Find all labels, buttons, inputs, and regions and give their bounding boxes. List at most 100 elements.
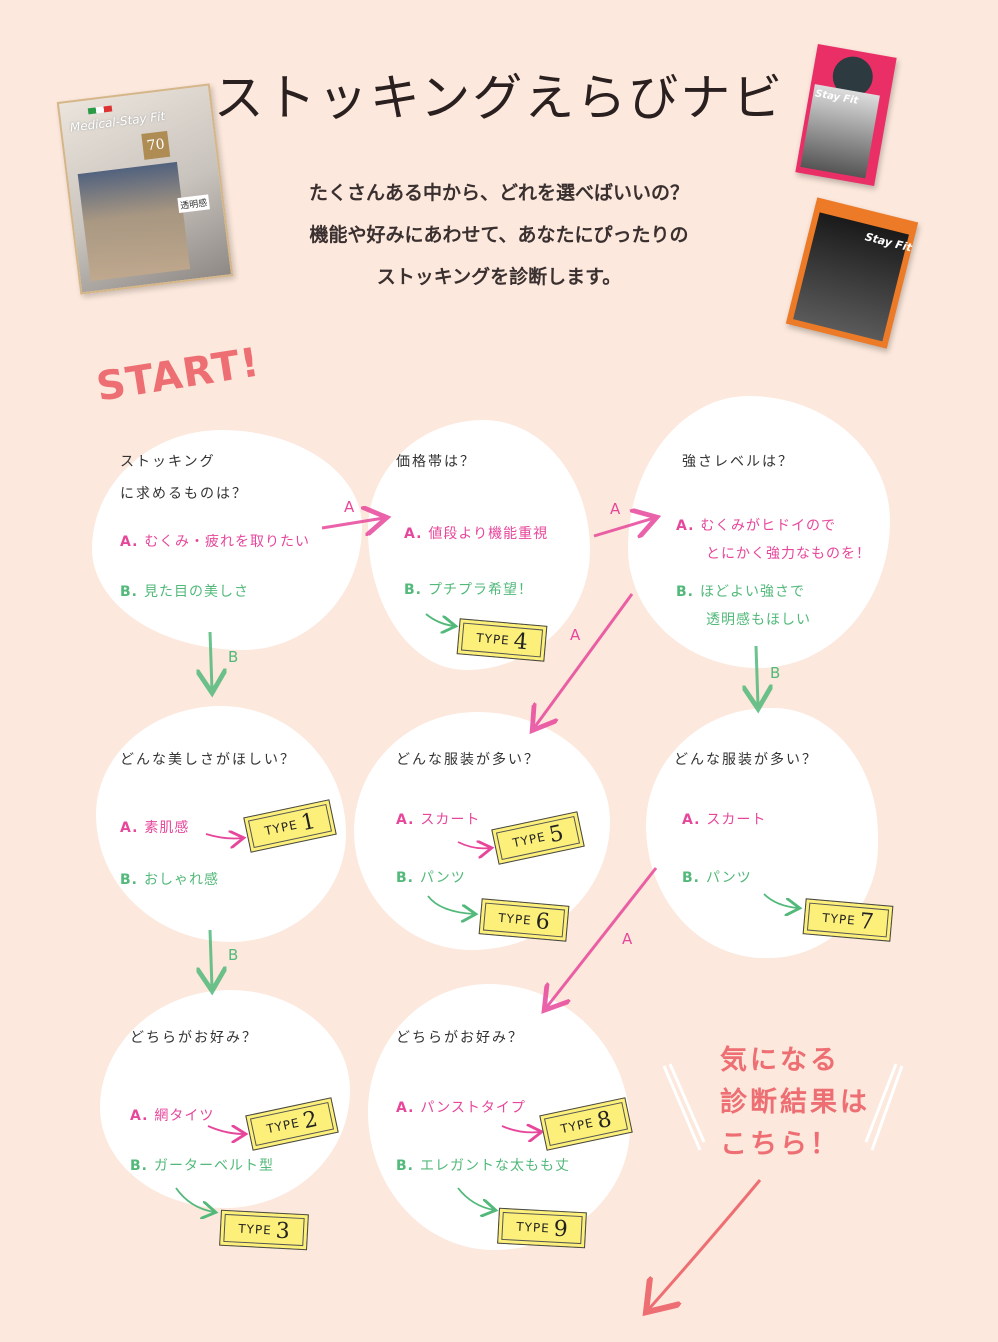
q5-answer-a[interactable]: A. スカート	[396, 806, 480, 834]
q6-answer-b-text: パンツ	[706, 870, 752, 886]
answer-b-marker: B.	[396, 1158, 414, 1174]
type-number: 6	[534, 908, 551, 935]
answer-a-marker: A.	[676, 518, 695, 534]
arrow-to-type6	[427, 895, 474, 914]
arrow-q4-to-q7	[210, 929, 212, 988]
q2-answer-a[interactable]: A. 値段より機能重視	[404, 520, 548, 548]
q6-answer-b[interactable]: B. パンツ	[682, 864, 752, 892]
answer-a-marker: A.	[120, 534, 139, 550]
q5-answer-b-text: パンツ	[420, 870, 466, 886]
arrow-to-type5	[457, 842, 490, 848]
q8-answer-b[interactable]: B. エレガントな太もも丈	[396, 1152, 570, 1180]
type-number: 4	[512, 628, 529, 655]
type-word: TYPE	[497, 910, 533, 928]
q6-answer-a[interactable]: A.スカート	[682, 806, 766, 834]
arrow-to-type4	[425, 613, 454, 626]
intro-line-2: 機能や好みにあわせて、あなたにぴったりの	[309, 224, 689, 246]
question-5: どんな服装が多い？	[396, 752, 540, 768]
q5-answer-a-text: スカート	[420, 812, 481, 828]
q7-answer-b-text: ガーターベルト型	[154, 1158, 274, 1174]
arrow-q3-to-q5	[534, 593, 634, 728]
q8-answer-a[interactable]: A.パンストタイプ	[396, 1094, 526, 1122]
q3-answer-a[interactable]: A.むくみがヒドイので とにかく強力なものを！	[676, 512, 871, 568]
q2-answer-b[interactable]: B.プチプラ希望！	[404, 576, 533, 604]
q2-answer-a-text: 値段より機能重視	[428, 526, 549, 542]
q8-answer-a-text: パンストタイプ	[420, 1100, 526, 1116]
arrow-to-type8	[501, 1126, 540, 1132]
arrow-to-type7	[763, 893, 798, 908]
question-8: どちらがお好み？	[396, 1030, 524, 1046]
q3-answer-b-line-1: ほどよい強さで	[700, 584, 805, 600]
arrow-to-type2	[207, 1126, 244, 1134]
type-word: TYPE	[237, 1221, 273, 1238]
question-6: どんな服装が多い？	[674, 752, 818, 768]
q5-answer-b[interactable]: B. パンツ	[396, 864, 466, 892]
answer-b-marker: B.	[682, 870, 700, 886]
type-word: TYPE	[265, 1115, 302, 1137]
cta-bracket-left	[662, 1063, 706, 1151]
answer-b-marker: B.	[120, 584, 138, 600]
arrow-q6-to-q8	[546, 867, 658, 1008]
question-2: 価格帯は？	[396, 454, 476, 470]
arrow-q3-to-q6	[756, 645, 758, 706]
q7-answer-b[interactable]: B. ガーターベルト型	[130, 1152, 274, 1180]
answer-b-marker: B.	[120, 872, 138, 888]
intro-text: たくさんある中から、どれを選べばいいの？ 機能や好みにあわせて、あなたにぴったり…	[0, 172, 998, 298]
arrow-q1-to-q2	[321, 518, 384, 528]
cta-line-2: 診断結果は	[720, 1087, 870, 1118]
page-title: ストッキングえらびナビ	[213, 69, 785, 127]
answer-a-marker: A.	[396, 812, 415, 828]
q3-answer-b-line-2: 透明感もほしい	[706, 612, 811, 628]
answer-b-marker: B.	[676, 584, 694, 600]
question-1-line-1: ストッキング	[120, 454, 216, 470]
answer-b-marker: B.	[396, 870, 414, 886]
cta-line-1: 気になる	[720, 1045, 840, 1076]
cta-arrow	[648, 1179, 762, 1310]
q4-answer-b[interactable]: B.おしゃれ感	[120, 866, 219, 894]
arrow-label-b-3: B	[228, 946, 239, 964]
q2-answer-b-text: プチプラ希望！	[428, 582, 533, 598]
type-word: TYPE	[515, 1219, 551, 1236]
answer-b-marker: B.	[130, 1158, 148, 1174]
cta-line-3: こちら！	[720, 1129, 840, 1160]
arrow-q1-to-q4	[210, 631, 212, 690]
q7-answer-a-text: 網タイツ	[154, 1108, 215, 1124]
answer-a-marker: A.	[130, 1108, 149, 1124]
q1-answer-a[interactable]: A.むくみ・疲れを取りたい	[120, 528, 310, 556]
type-number: 8	[594, 1106, 614, 1134]
type-word: TYPE	[821, 910, 857, 928]
q3-answer-a-line-1: むくみがヒドイので	[700, 518, 836, 534]
question-7: どちらがお好み？	[130, 1030, 258, 1046]
arrow-label-b-2: B	[770, 664, 781, 682]
type-number: 1	[298, 808, 318, 836]
question-blob-7	[100, 990, 350, 1208]
q1-answer-b[interactable]: B. 見た目の美しさ	[120, 578, 249, 606]
q1-answer-b-text: 見た目の美しさ	[144, 584, 249, 600]
arrow-label-a-2: A	[610, 500, 621, 518]
type-word: TYPE	[511, 829, 548, 851]
q3-answer-b[interactable]: B. ほどよい強さで 透明感もほしい	[676, 578, 811, 634]
q8-answer-b-text: エレガントな太もも丈	[420, 1158, 570, 1174]
intro-line-3: ストッキングを診断します。	[376, 266, 622, 288]
answer-a-marker: A.	[404, 526, 423, 542]
arrow-to-type3	[175, 1187, 214, 1212]
answer-a-marker: A.	[682, 812, 701, 828]
q7-answer-a[interactable]: A. 網タイツ	[130, 1102, 214, 1130]
type-word: TYPE	[559, 1115, 596, 1137]
question-blob-1	[92, 430, 362, 650]
arrow-to-type9	[457, 1187, 494, 1210]
question-1-line-2: に求めるものは？	[120, 486, 248, 502]
arrow-label-a-3: A	[570, 626, 581, 644]
q4-answer-a[interactable]: A.素肌感	[120, 814, 189, 842]
question-blob-3	[628, 396, 890, 668]
question-3: 強さレベルは？	[682, 454, 794, 470]
type-number: 9	[553, 1216, 569, 1242]
results-cta[interactable]: 気になる 診断結果は こちら！	[720, 1040, 870, 1166]
type-word: TYPE	[263, 817, 300, 839]
